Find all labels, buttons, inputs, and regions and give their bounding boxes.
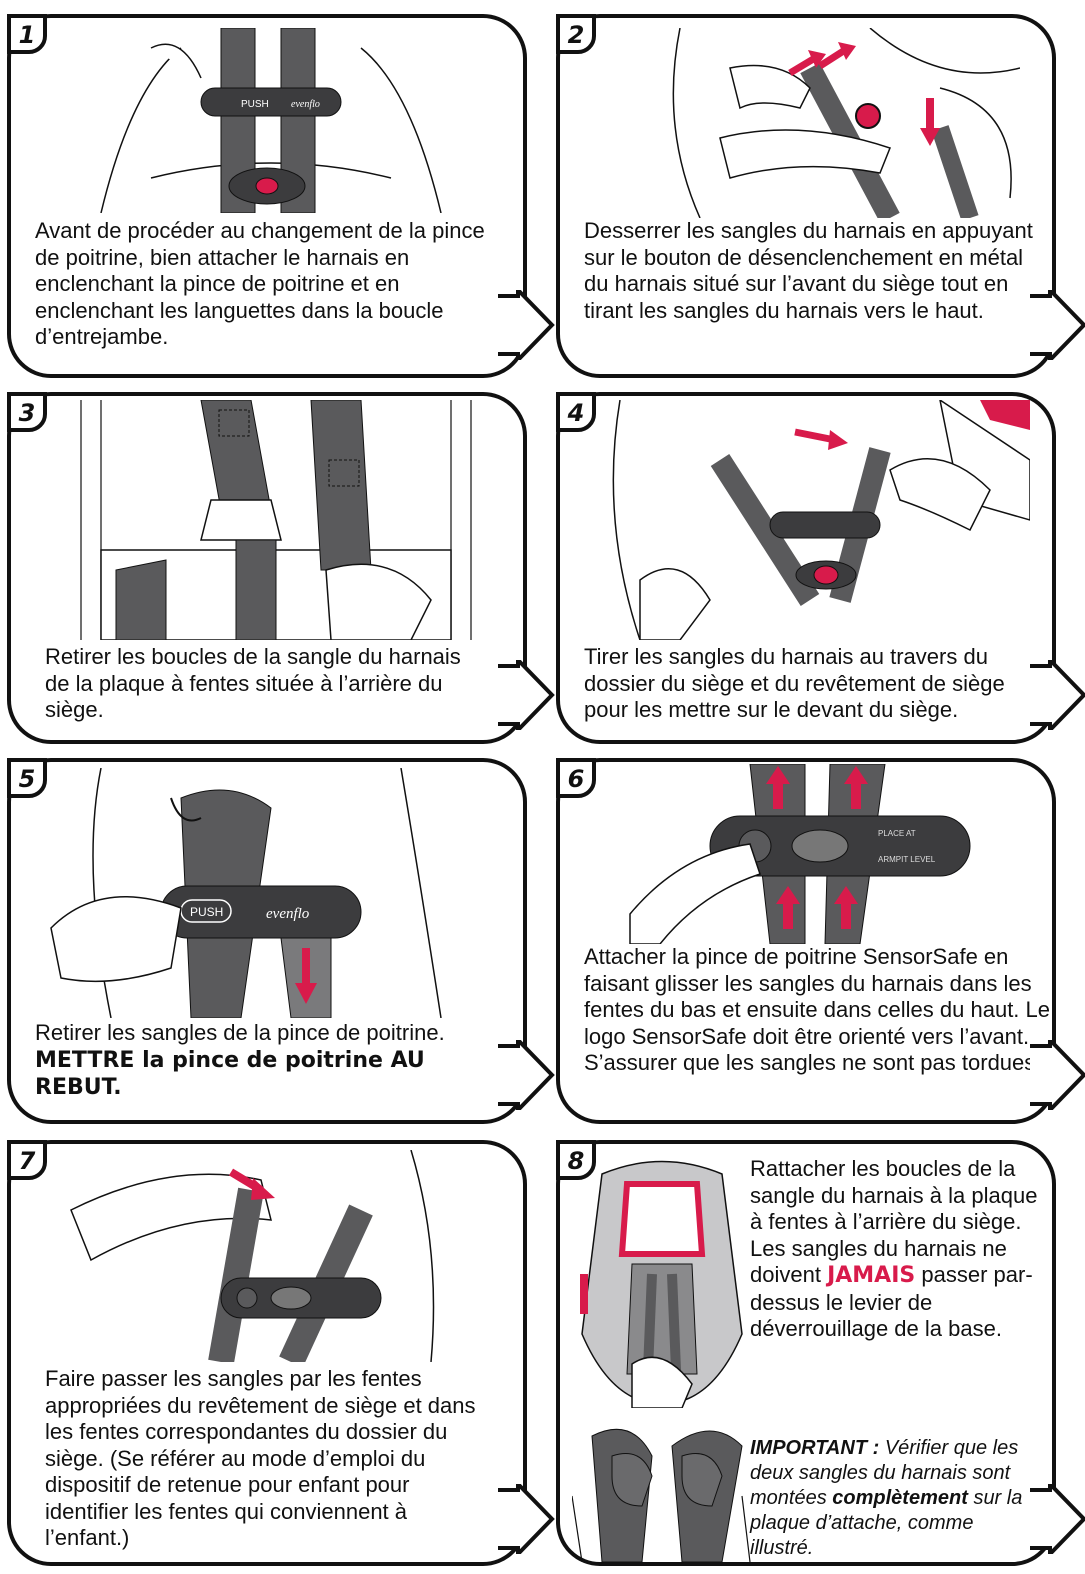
illustration-car-seat-top-view <box>572 1154 752 1408</box>
push-label: PUSH <box>190 905 223 919</box>
next-arrow-icon <box>496 660 556 730</box>
next-arrow-icon <box>496 1484 556 1554</box>
illustration-pull-straps-through <box>600 400 1030 640</box>
illustration-remove-chest-clip: PUSH evenflo <box>41 768 481 1018</box>
step-number: 7 <box>7 1140 47 1180</box>
illustration-route-straps <box>51 1150 471 1362</box>
place-at-label: PLACE AT <box>878 829 916 838</box>
step-caption: Tirer les sangles du harnais au travers … <box>584 644 1044 724</box>
step-panel-5: 5 PUSH evenflo Retirer les sangles de la… <box>7 758 527 1124</box>
step-caption: Faire passer les sangles par les fentes … <box>45 1366 495 1552</box>
step-number: 1 <box>7 14 47 54</box>
step-panel-7: 7 Faire passer les sangles par les fente… <box>7 1140 527 1566</box>
step-caption: Attacher la pince de poitrine SensorSafe… <box>584 944 1054 1077</box>
step-panel-6: 6 PLACE AT ARMPIT LEVEL Attacher la pinc… <box>556 758 1056 1124</box>
step-panel-4: 4 Tirer les sangles du harnais au traver… <box>556 392 1056 744</box>
step-number: 6 <box>556 758 596 798</box>
step-number: 2 <box>556 14 596 54</box>
step-caption: Rattacher les boucles de la sangle du ha… <box>750 1156 1050 1343</box>
step-caption-text: Retirer les sangles de la pince de poitr… <box>35 1020 445 1045</box>
step-caption: Retirer les boucles de la sangle du harn… <box>45 644 465 724</box>
important-bold: complètement <box>832 1487 968 1509</box>
discard-warning: METTRE la pince de poitrine AU REBUT. <box>35 1048 425 1101</box>
illustration-attach-sensorsafe-clip: PLACE AT ARMPIT LEVEL <box>620 764 1000 944</box>
step-caption: Retirer les sangles de la pince de poitr… <box>35 1020 515 1102</box>
brand-label: evenflo <box>266 906 310 922</box>
step-panel-8: 8 Rattacher les boucles de la sangle du … <box>556 1140 1056 1566</box>
never-emphasis: JAMAIS <box>827 1263 915 1288</box>
step-panel-2: 2 Desserrer les sangles du harnais en ap… <box>556 14 1056 378</box>
illustration-loosen-straps <box>640 28 1020 218</box>
armpit-level-label: ARMPIT LEVEL <box>878 855 936 864</box>
next-arrow-icon <box>496 1040 556 1110</box>
step-number: 3 <box>7 392 47 432</box>
step-caption: Avant de procéder au changement de la pi… <box>35 218 515 351</box>
push-label: PUSH <box>241 99 269 110</box>
step-panel-1: 1 PUSH evenflo Avant de procéder au chan… <box>7 14 527 378</box>
important-label: IMPORTANT : <box>750 1437 879 1459</box>
cropped-header <box>0 0 1085 14</box>
illustration-remove-buckles <box>71 400 481 640</box>
next-arrow-icon <box>1028 660 1085 730</box>
illustration-chest-clip-buckled: PUSH evenflo <box>91 28 451 213</box>
step-panel-3: 3 Retirer les boucles de la sangle du ha… <box>7 392 527 744</box>
next-arrow-icon <box>1028 290 1085 360</box>
illustration-buckles-detail <box>572 1416 752 1562</box>
step-caption: Desserrer les sangles du harnais en appu… <box>584 218 1034 324</box>
next-arrow-icon <box>496 290 556 360</box>
brand-label: evenflo <box>291 99 320 110</box>
next-arrow-icon <box>1028 1040 1085 1110</box>
next-arrow-icon <box>1028 1484 1085 1554</box>
important-note: IMPORTANT : Vérifier que les deux sangle… <box>750 1436 1030 1561</box>
step-number: 4 <box>556 392 596 432</box>
